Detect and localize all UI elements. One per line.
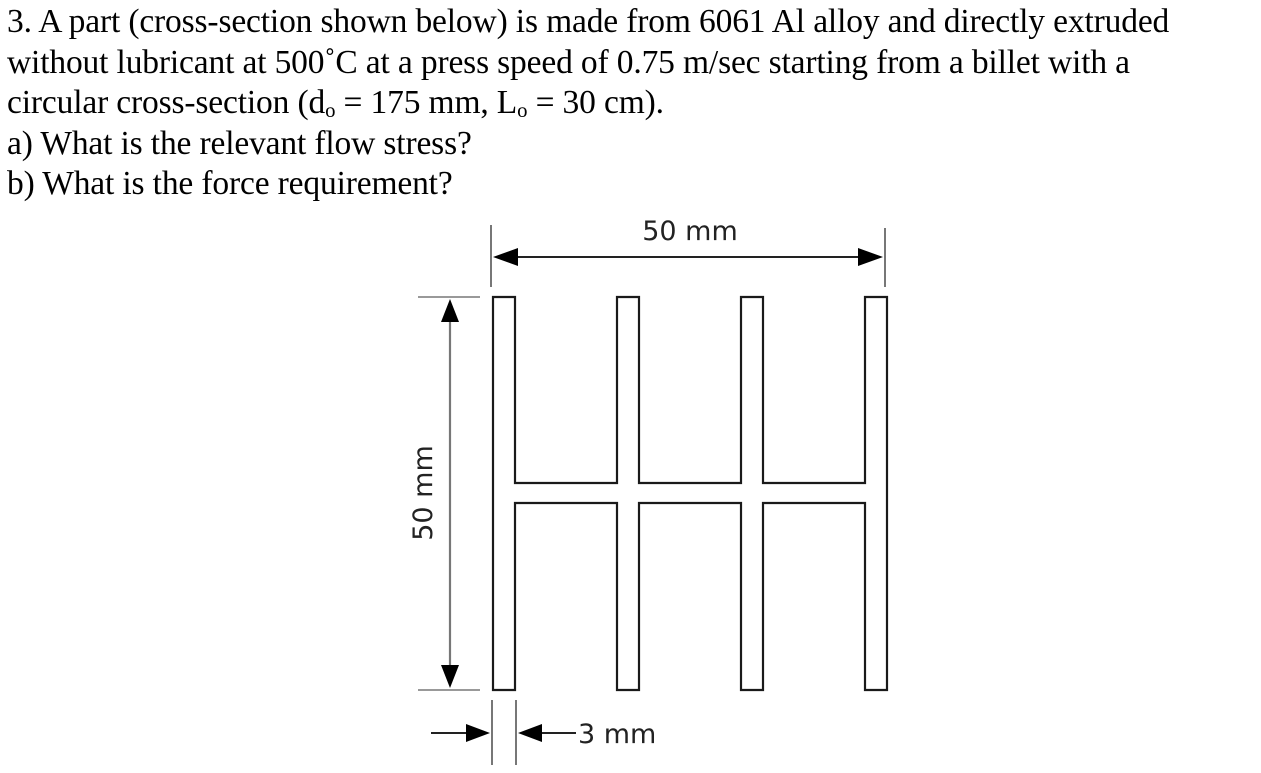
part-outline (491, 295, 889, 692)
width-label: 50 mm (642, 216, 738, 247)
problem-line-2: without lubricant at 500˚C at a press sp… (7, 43, 1130, 81)
part-profile (491, 295, 889, 692)
subscript-o: o (517, 99, 528, 123)
question-b: b) What is the force requirement? (7, 165, 453, 202)
arrow-up-icon (441, 299, 459, 322)
height-label: 50 mm (408, 445, 439, 541)
question-a: a) What is the relevant flow stress? (7, 124, 472, 162)
problem-line-1: 3. A part (cross-section shown below) is… (7, 3, 1170, 40)
thickness-dimension: 3 mm (431, 700, 656, 765)
arrow-right-icon (858, 248, 883, 266)
problem-line-3: circular cross-section (do = 175 mm, Lo … (7, 84, 664, 123)
height-dimension: 50 mm (408, 296, 480, 691)
problem-statement: 3. A part (cross-section shown below) is… (7, 2, 1261, 205)
subscript-o: o (325, 99, 336, 123)
arrow-left-icon (518, 724, 542, 742)
arrow-left-icon (493, 248, 518, 266)
arrow-down-icon (441, 665, 459, 688)
thickness-label: 3 mm (578, 719, 656, 750)
arrow-right-icon (466, 724, 490, 742)
width-dimension: 50 mm (490, 216, 886, 287)
